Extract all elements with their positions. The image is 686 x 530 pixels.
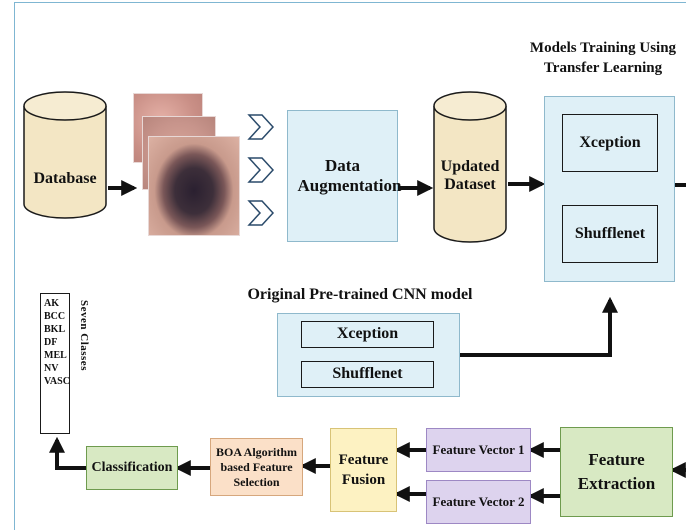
classes-list: AK BCC BKL DF MEL NV VASC — [40, 293, 70, 434]
arrow-pretrained-to-training — [460, 296, 618, 357]
boa-selection-box: BOA Algorithm based Feature Selection — [210, 438, 303, 496]
training-model-shufflenet: Shufflenet — [562, 205, 658, 263]
training-model-xception-label: Xception — [579, 133, 641, 151]
lesion-image-3 — [148, 136, 240, 236]
class-vasc: VASC — [44, 376, 70, 387]
feature-vector-2-label: Feature Vector 2 — [432, 493, 525, 509]
updated-dataset-cylinder: Updated Dataset — [432, 90, 508, 244]
class-bkl: BKL — [44, 324, 66, 335]
training-model-shufflenet-label: Shufflenet — [574, 224, 646, 242]
classes-title: Seven Classes — [78, 300, 90, 371]
training-model-xception: Xception — [562, 114, 658, 172]
database-cylinder: Database — [22, 90, 108, 220]
classification-label: Classification — [91, 459, 173, 475]
feature-fusion-box: Feature Fusion — [330, 428, 397, 512]
classification-box: Classification — [86, 446, 178, 490]
updated-dataset-label: Updated Dataset — [440, 158, 500, 193]
class-bcc: BCC — [44, 311, 66, 322]
models-training-box: Xception Shufflenet — [544, 96, 675, 282]
feature-vector-2-box: Feature Vector 2 — [426, 480, 531, 524]
pretrained-model-xception: Xception — [301, 321, 434, 348]
data-augmentation-label: Data Augmentation — [297, 156, 402, 195]
database-cylinder-shape — [23, 91, 107, 219]
feature-extraction-box: Feature Extraction — [560, 427, 673, 517]
database-label: Database — [33, 170, 97, 187]
class-nv: NV — [44, 363, 59, 374]
class-df: DF — [44, 337, 58, 348]
data-augmentation-box: Data Augmentation — [287, 110, 402, 242]
diagram-frame — [14, 2, 686, 530]
pretrained-model-shufflenet-label: Shufflenet — [332, 365, 403, 383]
feature-vector-1-label: Feature Vector 1 — [432, 441, 525, 457]
pretrained-models-box: Xception Shufflenet — [277, 313, 460, 397]
pretrained-model-xception-label: Xception — [336, 325, 399, 343]
chevron-arrow-2 — [247, 157, 275, 183]
updated-dataset-cylinder-shape — [433, 91, 507, 243]
class-ak: AK — [44, 298, 59, 309]
pretrained-model-shufflenet: Shufflenet — [301, 361, 434, 388]
pretrained-title: Original Pre-trained CNN model — [247, 286, 473, 303]
class-mel: MEL — [44, 350, 67, 361]
models-training-title: Models Training Using Transfer Learning — [529, 40, 677, 76]
feature-fusion-label: Feature Fusion — [338, 452, 389, 488]
chevron-arrow-1 — [247, 114, 275, 140]
arrow-classification-to-classes — [49, 436, 86, 470]
feature-vector-1-box: Feature Vector 1 — [426, 428, 531, 472]
feature-extraction-label: Feature Extraction — [577, 450, 656, 493]
boa-selection-label: BOA Algorithm based Feature Selection — [215, 444, 297, 489]
chevron-arrow-3 — [247, 200, 275, 226]
